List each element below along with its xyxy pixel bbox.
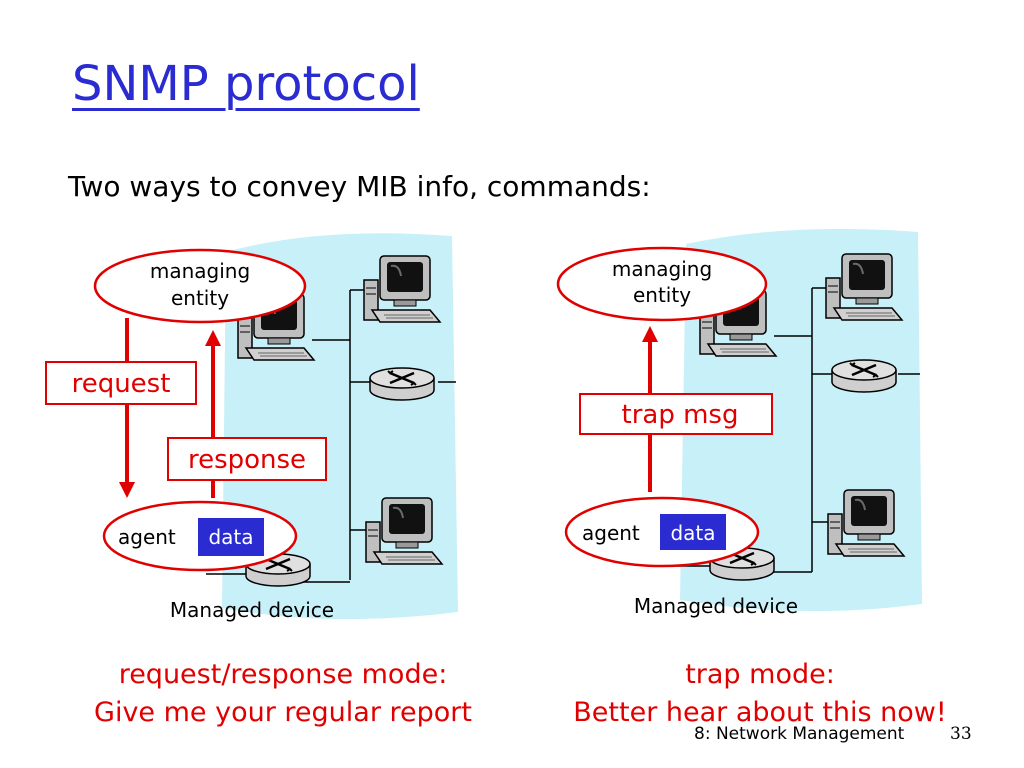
right-network: managing entity trap msg agent data Mana… bbox=[556, 228, 922, 618]
slide-title: SNMP protocol bbox=[72, 56, 420, 112]
right-mode-desc: Better hear about this now! bbox=[573, 697, 947, 728]
left-mode-caption: request/response mode: Give me your regu… bbox=[60, 656, 506, 732]
right-data-label: data bbox=[670, 521, 715, 545]
right-device-caption: Managed device bbox=[634, 594, 798, 618]
left-data-label: data bbox=[208, 525, 253, 549]
request-label: request bbox=[72, 369, 171, 399]
left-agent-label: agent bbox=[118, 525, 176, 549]
trap-msg-label: trap msg bbox=[622, 400, 739, 430]
page-number: 33 bbox=[950, 724, 972, 744]
right-agent-label: agent bbox=[582, 521, 640, 545]
left-managing-entity-ellipse bbox=[93, 248, 307, 324]
right-router-icon bbox=[830, 358, 898, 394]
right-mode-caption: trap mode: Better hear about this now! bbox=[534, 656, 986, 732]
response-box bbox=[167, 437, 327, 481]
left-router-icon bbox=[368, 366, 436, 402]
response-label: response bbox=[188, 445, 306, 475]
trap-msg-box bbox=[579, 393, 773, 435]
left-managing-label-line1: managing bbox=[150, 259, 250, 283]
right-managing-entity-ellipse bbox=[556, 246, 768, 322]
left-mode-desc: Give me your regular report bbox=[94, 697, 472, 728]
left-data-box bbox=[198, 518, 264, 556]
left-network: managing entity request response agent d… bbox=[45, 233, 458, 622]
right-managing-label-line2: entity bbox=[633, 283, 691, 307]
slide-subtitle: Two ways to convey MIB info, commands: bbox=[68, 170, 651, 203]
right-data-box bbox=[660, 514, 726, 550]
left-mode-title: request/response mode: bbox=[118, 659, 448, 690]
left-managing-label-line2: entity bbox=[171, 286, 229, 310]
right-mode-title: trap mode: bbox=[685, 659, 835, 690]
left-device-caption: Managed device bbox=[170, 598, 334, 622]
footer-text: 8: Network Management bbox=[694, 724, 905, 744]
right-managing-label-line1: managing bbox=[612, 257, 712, 281]
request-box bbox=[45, 361, 197, 405]
